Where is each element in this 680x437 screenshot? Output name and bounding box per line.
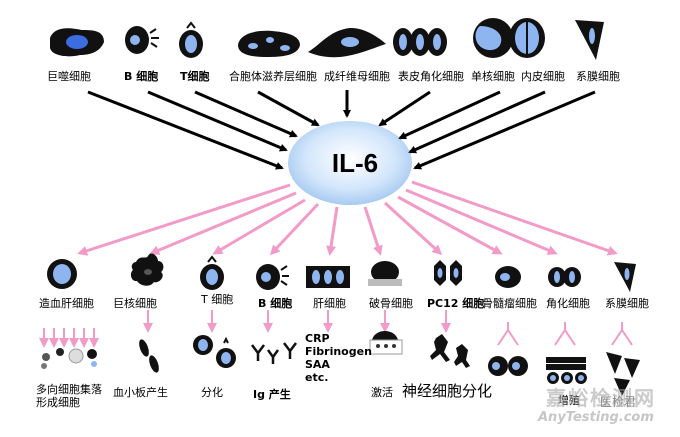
target-label-hepatocyte: 肝细胞: [313, 297, 346, 310]
effect-label-crp: CRP: [305, 332, 330, 345]
top-label-endothelial: 内皮细胞: [521, 70, 565, 83]
inflow-arrow-macrophage: [87, 90, 284, 170]
effect-label-differentiation: 分化: [201, 386, 223, 399]
top-label-b-cell: B 细胞: [124, 70, 159, 83]
keratinocyte-icon: [393, 28, 447, 56]
b-cell-target-icon: [256, 264, 289, 290]
megakaryocyte-icon: [130, 253, 164, 286]
target-label-mesangial: 系膜细胞: [605, 297, 649, 310]
syncytiotrophoblast-icon: [238, 30, 300, 57]
top-label-macrophage: 巨噬细胞: [47, 70, 91, 83]
inflow-arrow-syncytio: [257, 90, 320, 127]
keratinization-icon: [546, 357, 587, 384]
t-cell-icon: [179, 21, 203, 58]
mesangial-proliferation-icon: [606, 352, 640, 396]
inflow-arrow-b-cell: [147, 90, 288, 152]
effect-label-platelet: 血小板产生: [113, 386, 168, 399]
b-cell-icon: [125, 26, 159, 54]
inflow-arrow-endothelial: [408, 90, 546, 154]
effect-label-colony: 多向细胞集落形成细胞: [36, 383, 102, 409]
top-label-monocyte: 单核细胞: [471, 70, 515, 83]
watermark-title: 嘉峪检测网: [546, 386, 656, 410]
immunoglobulin-icon: [251, 342, 297, 364]
il6-label: IL-6: [331, 148, 379, 178]
il6-node: [288, 121, 412, 205]
hematopoietic-cell-icon: [47, 259, 77, 289]
outflow-arrow-t-cell: [212, 198, 306, 255]
proliferation-icon: [488, 356, 528, 376]
target-label-hematopoietic: 造血肝细胞: [39, 297, 94, 310]
target-label-myeloma: 骨髓瘤细胞: [482, 297, 537, 310]
endothelial-icon: [575, 20, 604, 60]
mesangial-target-icon: [614, 262, 636, 292]
top-label-syncytiotrophoblast: 合胞体滋养层细胞: [229, 70, 317, 83]
t-cell-target-icon: [200, 255, 224, 290]
outflow-arrow-keratocyte: [405, 188, 558, 255]
colony-cells-icon: [41, 348, 97, 369]
top-label-mesangial: 系膜细胞: [576, 70, 620, 83]
outflow-arrow-hematopoietic: [77, 183, 291, 256]
outflow-arrows: [77, 180, 618, 256]
outflow-arrow-myeloma: [397, 195, 503, 255]
effect-label-proliferation: 增殖: [558, 394, 580, 407]
target-label-osteoclast: 破骨细胞: [369, 297, 413, 310]
inflow-arrow-monocyte: [398, 90, 501, 140]
inflow-arrows: [87, 90, 596, 170]
neuron-icon: [430, 334, 470, 368]
outflow-arrow-b-cell: [269, 202, 320, 256]
effect-label-ig: Ig 产生: [253, 388, 291, 401]
outflow-arrow-hepatocyte: [326, 206, 339, 256]
target-label-t-cell: T 细胞: [201, 293, 234, 306]
bone-resorption-icon: [369, 331, 403, 355]
osteoclast-icon: [368, 261, 402, 286]
fibroblast-icon: [308, 27, 386, 58]
effect-label-activation: 激活: [371, 386, 393, 399]
effect-label-fibrinogen: Fibrinogen: [305, 345, 372, 358]
outflow-arrow-megakaryocyte: [149, 191, 297, 255]
inflow-arrow-keratinocyte: [378, 90, 431, 127]
platelet-icon: [139, 339, 159, 373]
monocyte-icon: [473, 18, 545, 58]
effect-label-neuron: 神经细胞分化: [402, 382, 493, 400]
effect-label-saa: SAA: [305, 358, 330, 371]
target-label-pc12: PC12 细胞: [427, 297, 485, 310]
pc12-cell-icon: [434, 260, 462, 286]
target-label-keratocyte: 角化细胞: [546, 297, 590, 310]
outflow-arrow-mesangial: [411, 180, 618, 256]
outflow-arrow-pc12: [383, 201, 443, 256]
outflow-arrow-osteoclast: [363, 206, 383, 256]
keratocyte-target-icon: [548, 267, 581, 287]
top-label-t-cell: T细胞: [180, 70, 210, 83]
myeloma-cell-icon: [495, 266, 521, 288]
t-differentiation-icon: [193, 335, 236, 368]
top-label-fibroblast: 成纤维母细胞: [324, 70, 390, 83]
inflow-arrow-t-cell: [194, 90, 298, 138]
watermark-domain: AnyTesting.com: [538, 410, 654, 425]
top-label-keratinocyte: 表皮角化细胞: [398, 70, 464, 83]
effect-label-etc: etc.: [305, 371, 329, 384]
target-label-megakaryocyte: 巨核细胞: [113, 297, 157, 310]
watermark-tag: 医检君: [600, 395, 637, 409]
effect-arrows: [39, 310, 633, 348]
target-label-b-cell: B 细胞: [258, 297, 293, 310]
macrophage-icon: [50, 28, 104, 57]
hepatocyte-icon: [306, 266, 350, 288]
inflow-arrow-mesangial: [413, 90, 596, 170]
